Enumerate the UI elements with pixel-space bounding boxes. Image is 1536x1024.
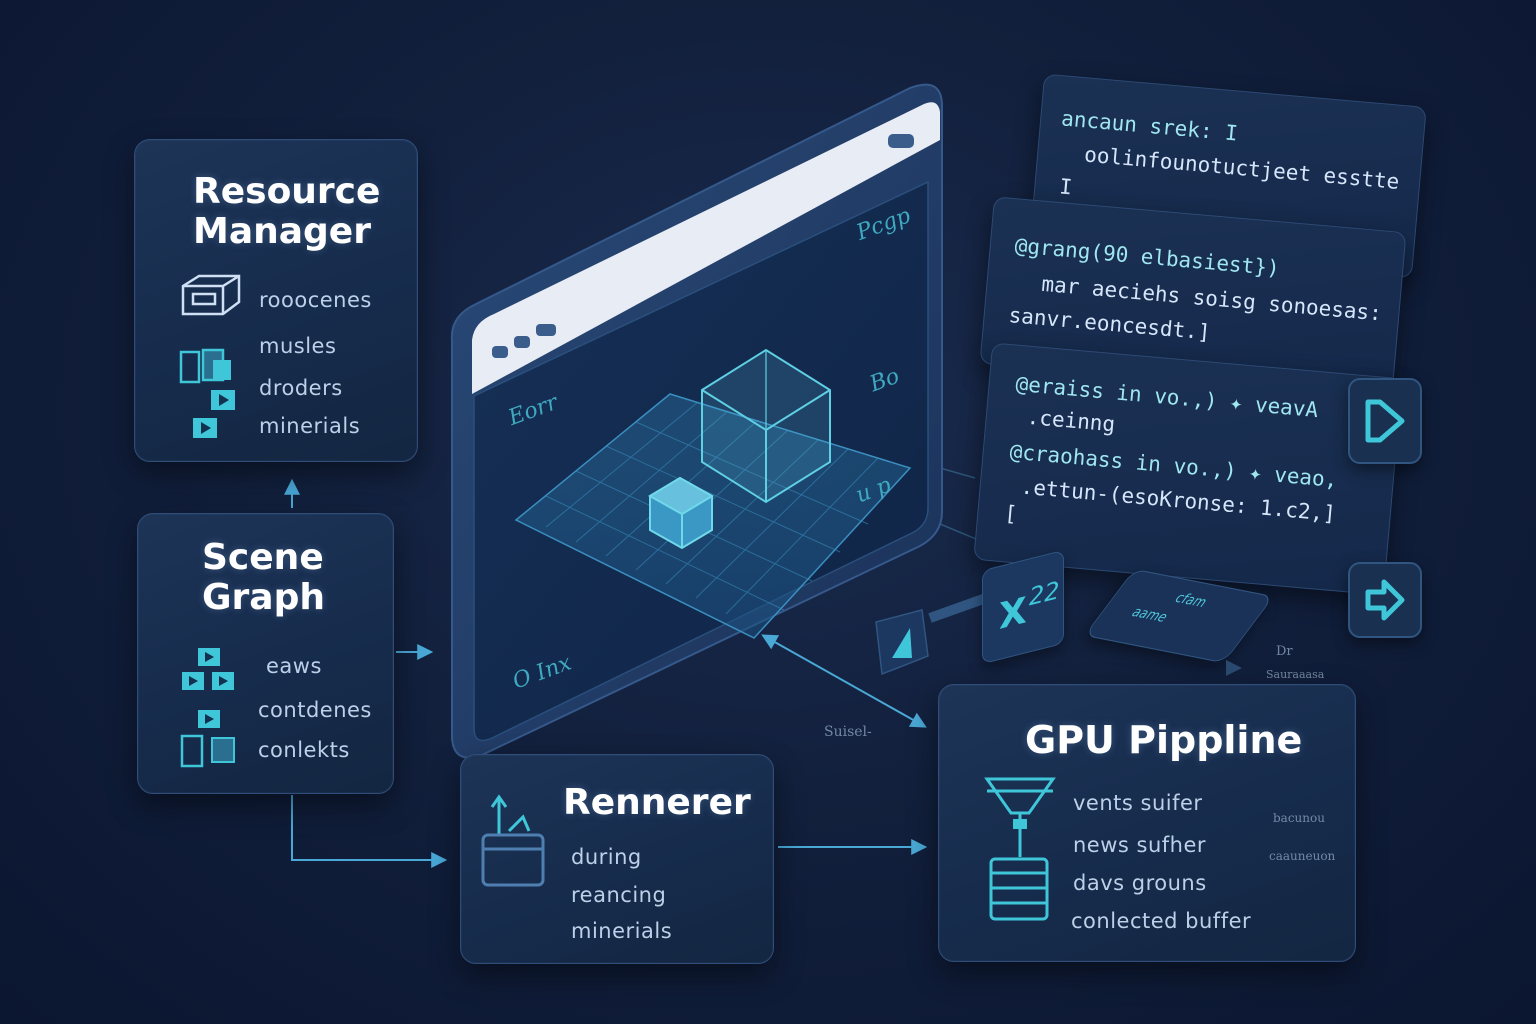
- code-line: .ceinng: [1025, 404, 1117, 437]
- scene-graph-card[interactable]: Scene Graph eaws contdenes conlekts: [137, 513, 394, 794]
- resource-item: rooocenes: [259, 288, 372, 312]
- play-bracket-icon: [1365, 399, 1405, 443]
- gpu-side-note: bacunou: [1273, 811, 1325, 825]
- viewport-window[interactable]: [440, 78, 960, 778]
- gpu-side-note: caauneuon: [1269, 849, 1336, 863]
- storage-box-icon: [181, 274, 241, 316]
- connector-stub: [928, 593, 988, 623]
- renderer-item: minerials: [571, 919, 673, 943]
- resource-manager-card[interactable]: Resource Manager rooocenes musles droder…: [134, 139, 418, 462]
- resource-item: minerials: [259, 414, 361, 438]
- gpu-item: davs grouns: [1073, 871, 1207, 895]
- caption-faint: Sauraaasa: [1266, 668, 1325, 681]
- gpu-pipeline-title: GPU Pippline: [1025, 718, 1303, 762]
- arrow-viewport-gpu: [761, 634, 927, 728]
- resource-item: droders: [259, 376, 343, 400]
- floating-tile-text: aame: [1127, 604, 1172, 626]
- forward-button[interactable]: [1348, 562, 1422, 638]
- cube-large: [701, 348, 831, 504]
- arrow-scene-to-renderer: [291, 795, 448, 868]
- next-button[interactable]: [1348, 378, 1422, 464]
- scene-item: eaws: [266, 654, 322, 678]
- scene-item: contdenes: [258, 698, 372, 722]
- gpu-item: news sufher: [1073, 833, 1207, 857]
- gpu-item: vents suifer: [1073, 791, 1203, 815]
- renderer-title: Rennerer: [563, 782, 751, 823]
- code-line: ancaun srek: I: [1060, 106, 1239, 146]
- cube-small: [648, 476, 714, 550]
- scene-graph-title: Scene Graph: [202, 537, 325, 619]
- floating-tile-text: cfam: [1170, 590, 1211, 611]
- caption-faint: Dr: [1276, 644, 1293, 659]
- x-badge-exponent: 22: [1029, 575, 1060, 612]
- code-line: sanvr.eoncesdt.]: [1007, 303, 1212, 345]
- play-tile[interactable]: [872, 608, 932, 678]
- render-window-icon: [481, 794, 545, 887]
- renderer-card[interactable]: Rennerer during reancing minerials: [460, 754, 774, 964]
- resource-item: musles: [259, 334, 337, 358]
- gpu-pipeline-card[interactable]: GPU Pippline vents suifer news sufher da…: [938, 684, 1356, 962]
- code-line: I: [1058, 174, 1074, 200]
- scene-item: conlekts: [258, 738, 350, 762]
- small-play-icon: [1226, 660, 1242, 676]
- renderer-item: during: [571, 845, 642, 869]
- code-line: [: [1003, 501, 1019, 527]
- gpu-item: conlected buffer: [1071, 909, 1252, 933]
- resource-manager-title: Resource Manager: [193, 171, 381, 253]
- pipeline-funnel-icon: [984, 777, 1056, 921]
- x-badge-letter: X: [999, 590, 1027, 638]
- code-line: oolinfounotuctjeet esstte: [1083, 142, 1401, 194]
- connector-label: Suisel-: [824, 724, 872, 740]
- renderer-item: reancing: [571, 883, 667, 907]
- arrow-right-icon: [1365, 579, 1405, 621]
- node-blocks-icon: [180, 648, 235, 768]
- blocks-icon: [179, 348, 235, 438]
